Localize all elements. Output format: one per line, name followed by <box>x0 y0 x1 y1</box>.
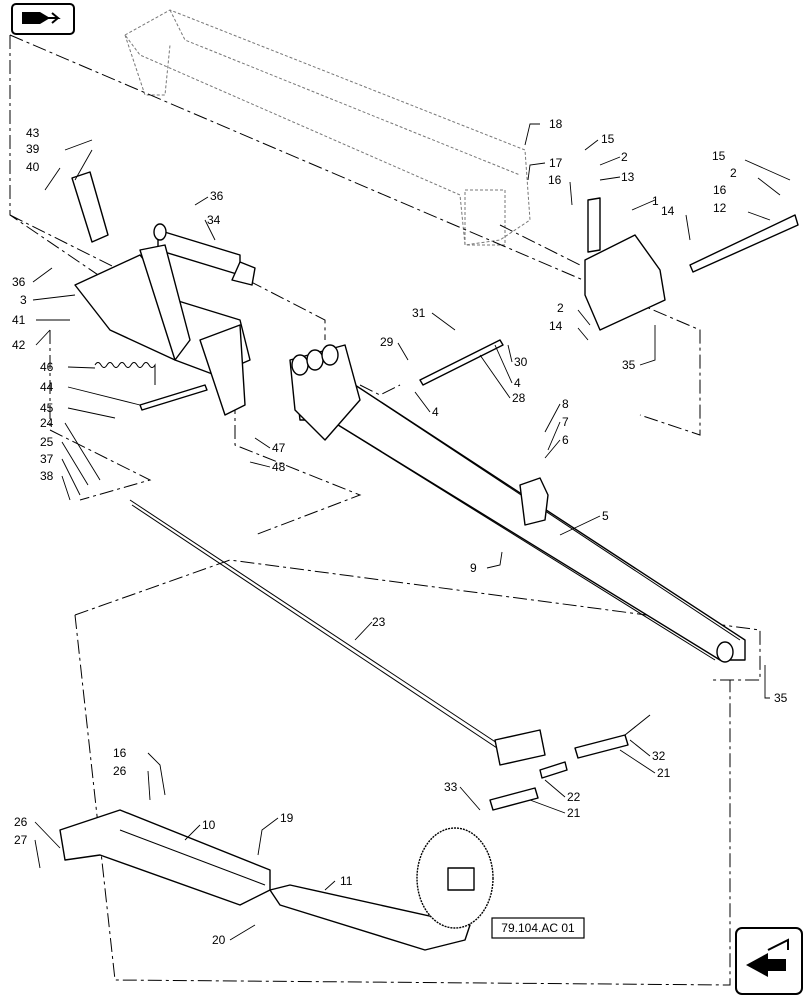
callout-1[interactable]: 1 <box>652 194 659 208</box>
callout-7[interactable]: 7 <box>562 415 569 429</box>
callout-47[interactable]: 47 <box>272 441 286 455</box>
parallel-link-10 <box>59 809 271 906</box>
callout-21[interactable]: 21 <box>657 766 671 780</box>
callout-2[interactable]: 2 <box>557 301 564 315</box>
callout-6[interactable]: 6 <box>562 433 569 447</box>
frame-ghost-outline <box>124 9 531 246</box>
callout-8[interactable]: 8 <box>562 397 569 411</box>
callout-48[interactable]: 48 <box>272 460 286 474</box>
callout-44[interactable]: 44 <box>40 380 54 394</box>
callout-35[interactable]: 35 <box>622 358 636 372</box>
callout-33[interactable]: 33 <box>444 780 458 794</box>
callout-35[interactable]: 35 <box>774 691 788 705</box>
callout-4[interactable]: 4 <box>432 405 439 419</box>
callout-16[interactable]: 16 <box>713 183 727 197</box>
nav-forward-icon[interactable] <box>735 927 803 995</box>
callout-4[interactable]: 4 <box>514 376 521 390</box>
callout-17[interactable]: 17 <box>549 156 563 170</box>
callout-36[interactable]: 36 <box>12 275 26 289</box>
callout-31[interactable]: 31 <box>412 306 426 320</box>
callout-36[interactable]: 36 <box>210 189 224 203</box>
callout-9[interactable]: 9 <box>470 561 477 575</box>
callout-15[interactable]: 15 <box>712 149 726 163</box>
callout-24[interactable]: 24 <box>40 416 54 430</box>
lift-arm-5 <box>294 359 746 663</box>
callout-10[interactable]: 10 <box>202 818 216 832</box>
callout-43[interactable]: 43 <box>26 126 40 140</box>
pins-and-rods <box>129 339 546 766</box>
callout-23[interactable]: 23 <box>372 615 386 629</box>
callout-38[interactable]: 38 <box>40 469 54 483</box>
callout-21[interactable]: 21 <box>567 806 581 820</box>
callout-29[interactable]: 29 <box>380 335 394 349</box>
callout-32[interactable]: 32 <box>652 749 666 763</box>
disc-blade <box>416 827 494 929</box>
callout-22[interactable]: 22 <box>567 790 581 804</box>
bracket-assembly <box>71 171 251 416</box>
callout-39[interactable]: 39 <box>26 142 40 156</box>
callout-30[interactable]: 30 <box>514 355 528 369</box>
leader-lines <box>32 123 791 941</box>
callout-37[interactable]: 37 <box>40 452 54 466</box>
callout-14[interactable]: 14 <box>661 204 675 218</box>
reference-link[interactable]: 79.104.AC 01 <box>491 917 585 939</box>
callout-40[interactable]: 40 <box>26 160 40 174</box>
callout-41[interactable]: 41 <box>12 313 26 327</box>
callout-19[interactable]: 19 <box>280 811 294 825</box>
brackets-21-22 <box>489 714 651 811</box>
reference-link-label: 79.104.AC 01 <box>501 921 575 935</box>
callout-45[interactable]: 45 <box>40 401 54 415</box>
callout-16[interactable]: 16 <box>113 746 127 760</box>
callout-5[interactable]: 5 <box>602 509 609 523</box>
parallel-arm-11 <box>269 884 471 951</box>
callout-34[interactable]: 34 <box>207 213 221 227</box>
callout-20[interactable]: 20 <box>212 933 226 947</box>
callout-27[interactable]: 27 <box>14 833 28 847</box>
callout-25[interactable]: 25 <box>40 435 54 449</box>
callout-46[interactable]: 46 <box>40 360 54 374</box>
rockshaft-bracket-1 <box>584 197 799 331</box>
callout-26[interactable]: 26 <box>113 764 127 778</box>
callout-16[interactable]: 16 <box>548 173 562 187</box>
callout-13[interactable]: 13 <box>621 170 635 184</box>
spring-46 <box>94 362 156 385</box>
arm-clevis <box>289 344 361 441</box>
callout-labels: 18 17 15 2 13 16 1 14 15 2 16 12 2 14 35… <box>12 117 788 947</box>
callout-11[interactable]: 11 <box>340 874 353 888</box>
callout-2[interactable]: 2 <box>730 166 737 180</box>
callout-42[interactable]: 42 <box>12 338 26 352</box>
callout-15[interactable]: 15 <box>601 132 615 146</box>
callout-2[interactable]: 2 <box>621 150 628 164</box>
callout-12[interactable]: 12 <box>713 201 727 215</box>
callout-18[interactable]: 18 <box>549 117 563 131</box>
hydraulic-cylinder-34 <box>153 223 256 286</box>
nav-back-icon[interactable] <box>11 3 75 35</box>
callout-3[interactable]: 3 <box>20 293 27 307</box>
callout-14[interactable]: 14 <box>549 319 563 333</box>
callout-26[interactable]: 26 <box>14 815 28 829</box>
callout-28[interactable]: 28 <box>512 391 526 405</box>
